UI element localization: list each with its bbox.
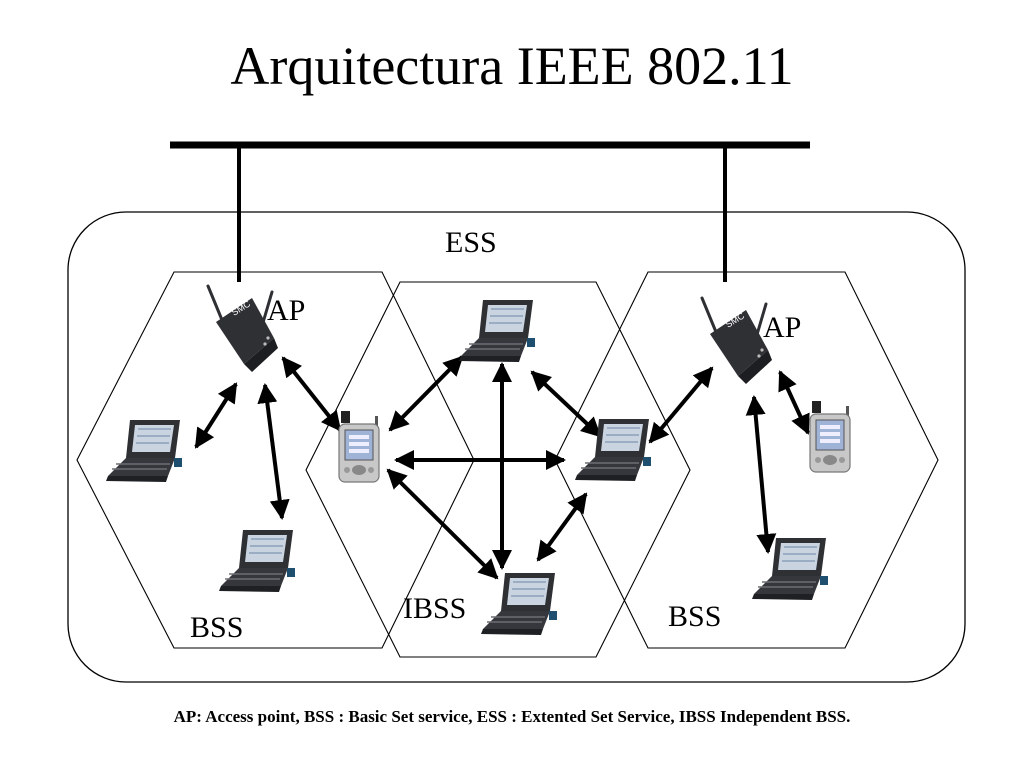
label-ibss: IBSS (403, 592, 466, 625)
ibss-hexagon (305, 281, 691, 658)
link-laptop-top-laptop-right (530, 370, 602, 438)
link-ap-right-laptop-bss-right (745, 395, 777, 554)
laptop-bss-right (751, 537, 829, 601)
laptop-ibss-bottom (480, 572, 558, 636)
caption: AP: Access point, BSS : Basic Set servic… (173, 707, 851, 726)
label-ap-right: AP (763, 311, 801, 344)
link-ap-left-laptop-2 (257, 383, 290, 520)
access-point-right: SMC (700, 296, 774, 386)
slide-title: Arquitectura IEEE 802.11 (230, 36, 794, 96)
label-bss-left: BSS (190, 611, 243, 644)
label-bss-right: BSS (668, 600, 721, 633)
laptop-ibss-top (458, 299, 536, 363)
pda-right (809, 400, 851, 473)
link-ap-right-laptop-right (648, 366, 714, 444)
pda-center (338, 410, 380, 483)
link-laptop-right-laptop-bottom (536, 492, 588, 562)
bss-left-hexagon (76, 271, 475, 649)
link-pda-laptop-top (388, 355, 464, 432)
laptop-bss-left-2 (218, 529, 296, 593)
ess-boundary (67, 211, 966, 683)
link-arrows (194, 355, 810, 580)
link-ap-left-pda (281, 356, 342, 432)
laptop-bss-left-1 (105, 419, 183, 483)
laptop-ibss-right (574, 418, 652, 482)
label-ess: ESS (445, 226, 497, 259)
label-ap-left: AP (267, 294, 305, 327)
link-pda-laptop-bottom (386, 468, 499, 580)
link-ap-left-laptop-1 (194, 382, 238, 449)
link-ap-right-pda-right (778, 370, 810, 435)
